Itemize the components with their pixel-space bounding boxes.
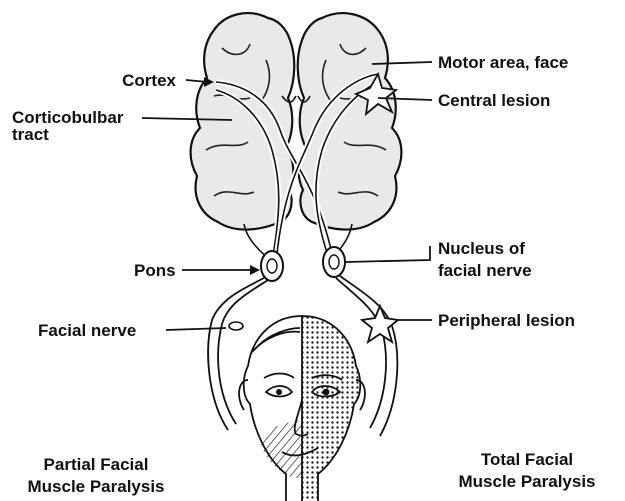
brain-section [191, 13, 402, 229]
label-motor-area: Motor area, face [438, 53, 568, 72]
label-nucleus-2: facial nerve [438, 261, 532, 280]
peripheral-lesion-star-icon [362, 306, 398, 342]
caption-left-1: Partial Facial [44, 455, 149, 474]
caption-right-2: Muscle Paralysis [458, 472, 595, 491]
facial-nucleus-right [323, 247, 345, 277]
left-facial-nerve [208, 278, 264, 430]
label-corticobulbar-2: tract [12, 125, 49, 144]
caption-left-2: Muscle Paralysis [27, 477, 164, 496]
face-right-half-shaded [302, 316, 360, 501]
label-central-lesion: Central lesion [438, 91, 550, 110]
label-facial-nerve: Facial nerve [38, 321, 136, 340]
pons-nucleus-left [261, 251, 283, 281]
caption-right-1: Total Facial [481, 450, 573, 469]
label-pons: Pons [134, 261, 176, 280]
face-illustration [239, 316, 365, 501]
label-nucleus-1: Nucleus of [438, 239, 525, 258]
label-cortex: Cortex [122, 71, 176, 90]
label-peripheral-lesion: Peripheral lesion [438, 311, 575, 330]
